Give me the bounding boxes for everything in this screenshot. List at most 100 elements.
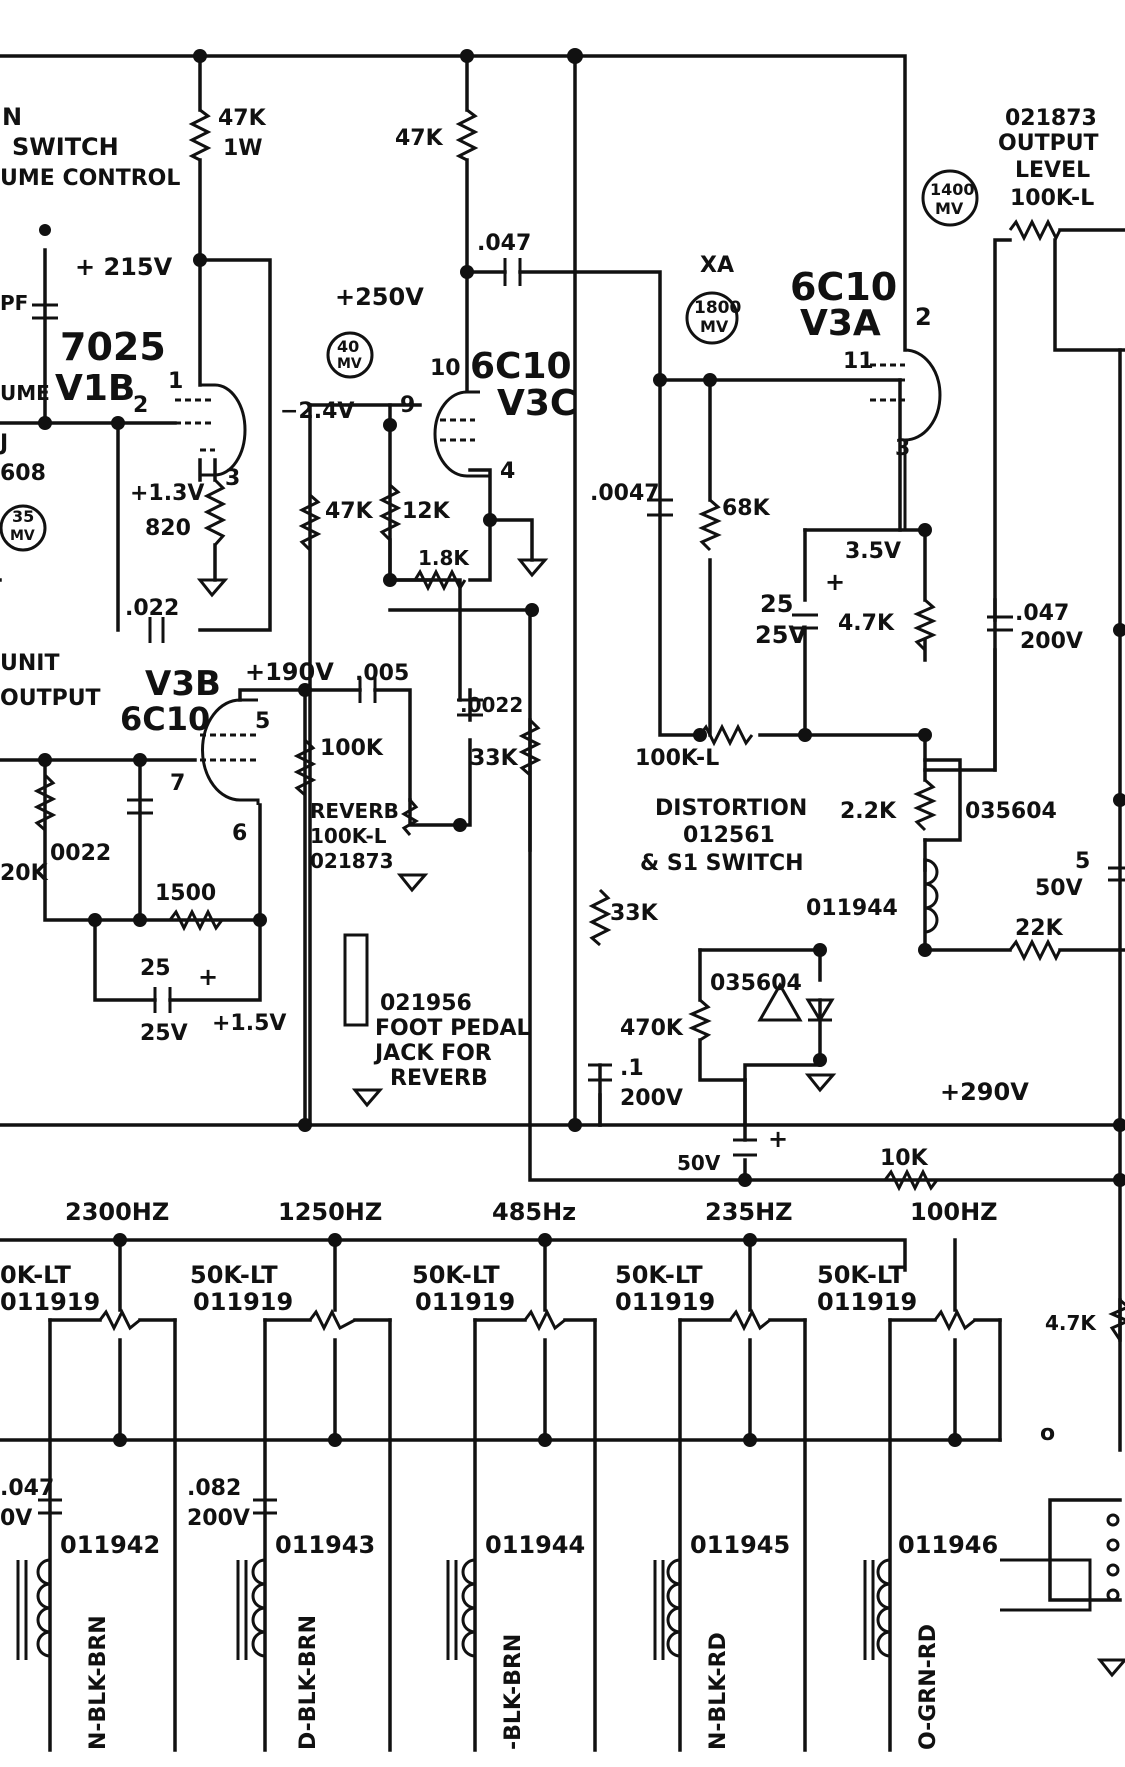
label-r22k: 22K — [1015, 916, 1064, 941]
eq-cap-label: .082 — [187, 1476, 241, 1501]
label-c25-a: 25 — [140, 956, 171, 981]
label-608: 608 — [0, 461, 46, 486]
label-xa: XA — [700, 253, 734, 278]
label-v3a: V3A — [800, 303, 881, 344]
label-j: J — [0, 431, 8, 456]
eq-inductor-label: 011944 — [485, 1531, 585, 1559]
label-c50v: 50V — [677, 1151, 721, 1175]
label-r100kl: 100K-L — [635, 746, 719, 771]
label-foot4: REVERB — [390, 1066, 488, 1091]
label-c047: .047 — [477, 231, 531, 256]
eq-part-label: 011919 — [817, 1288, 917, 1316]
label-c0022: 0022 — [50, 841, 111, 866]
label-pin3b: 3 — [895, 436, 910, 461]
label-mv1400-a: 1400 — [930, 180, 975, 199]
label-r470k: 470K — [620, 1016, 684, 1041]
eq-inductor-label: 011945 — [690, 1531, 790, 1559]
eq-wire-label: N-BLK-BRN — [86, 1615, 111, 1750]
label-pin3: 3 — [225, 466, 240, 491]
label-pin1: 1 — [168, 369, 183, 394]
eq-pot-label: 50K-LT — [817, 1261, 905, 1289]
label-r1w: 1W — [223, 136, 263, 161]
label-v3b-type: 6C10 — [120, 700, 210, 738]
label-pin10: 10 — [430, 356, 461, 381]
label-r1500: 1500 — [155, 881, 216, 906]
label-r47k-mid: 47K — [325, 499, 374, 524]
label-c25b-a: 25 — [760, 590, 793, 618]
label-v190: +190V — [245, 658, 334, 686]
label-mv1400-b: MV — [935, 199, 964, 218]
label-v3c-type: 6C10 — [470, 346, 572, 387]
label-pin9: 9 — [400, 393, 415, 418]
label-unit: UNIT — [0, 651, 59, 676]
label-c5-b: 50V — [1035, 876, 1083, 901]
label-n: N — [2, 103, 22, 131]
eq-part-label: 011919 — [415, 1288, 515, 1316]
label-c0022b: .0022 — [460, 693, 523, 717]
eq-pot-label: 0K-LT — [0, 1261, 71, 1289]
label-pf: PF — [0, 291, 28, 315]
label-c25b-b: 25V — [755, 621, 807, 649]
eq-band-labels: 2300HZ0K-LT011919011942N-BLK-BRN.0470V12… — [0, 1198, 998, 1750]
label-r4-7k-b: 4.7K — [1045, 1311, 1097, 1335]
mv-1400-marker — [921, 169, 979, 227]
label-r1-8k: 1.8K — [418, 546, 470, 570]
labels: N SWITCH UME CONTROL PF 7025 V1B UME J 6… — [0, 103, 1099, 1446]
capacitors — [32, 258, 1125, 1515]
eq-freq-label: 100HZ — [910, 1198, 998, 1226]
label-pin11: 11 — [843, 349, 874, 374]
eq-part-label: 011919 — [0, 1288, 100, 1316]
tube-v1b-envelope — [200, 383, 247, 477]
label-out2: OUTPUT — [998, 131, 1099, 156]
label-c5-a: 5 — [1075, 849, 1090, 874]
label-v3-5: 3.5V — [845, 539, 901, 564]
label-switch: SWITCH — [12, 133, 119, 161]
label-c1-a: .1 — [620, 1056, 644, 1081]
label-out1: 021873 — [1005, 106, 1097, 131]
label-v1-5: +1.5V — [212, 1011, 286, 1036]
label-v1b: V1B — [55, 368, 135, 409]
label-c005: .005 — [355, 661, 409, 686]
label-r33k-b: 33K — [610, 901, 659, 926]
label-7025: 7025 — [60, 325, 166, 369]
label-reverb: REVERB — [310, 799, 399, 823]
label-pin5: 5 — [255, 709, 270, 734]
label-d035604-b: 035604 — [710, 971, 802, 996]
label-out4: 100K-L — [1010, 186, 1094, 211]
label-mv40-b: MV — [337, 356, 362, 372]
label-output: OUTPUT — [0, 686, 101, 711]
eq-cap-voltage-label: 200V — [187, 1506, 250, 1531]
label-c047-200-a: .047 — [1015, 601, 1069, 626]
label-v3c: V3C — [497, 383, 576, 424]
label-r68k: 68K — [722, 496, 771, 521]
label-foot2: FOOT PEDAL — [375, 1016, 531, 1041]
eq-pot-label: 50K-LT — [412, 1261, 500, 1289]
label-r100k: 100K — [320, 736, 384, 761]
eq-wire-label: -BLK-BRN — [501, 1634, 526, 1750]
label-plus-a: + — [198, 963, 218, 991]
label-v1-3: +1.3V — [130, 481, 204, 506]
label-c0047: .0047 — [590, 481, 660, 506]
label-ume: UME — [0, 381, 50, 405]
label-plus-c: + — [768, 1125, 788, 1153]
label-v250: +250V — [335, 283, 424, 311]
label-plus-b: + — [825, 568, 845, 596]
junctions — [38, 48, 1125, 1447]
resistors — [33, 108, 1125, 1341]
label-dist1: DISTORTION — [655, 796, 807, 821]
eq-wire-label: O-GRN-RD — [916, 1624, 941, 1750]
label-mv35-b: MV — [10, 528, 35, 544]
eq-wire-label: D-BLK-BRN — [296, 1615, 321, 1750]
label-foot3: JACK FOR — [373, 1041, 492, 1066]
label-dist3: & S1 SWITCH — [640, 851, 804, 876]
eq-pot-label: 50K-LT — [190, 1261, 278, 1289]
grounds — [196, 558, 1125, 1678]
label-c047-200-b: 200V — [1020, 629, 1083, 654]
label-out3: LEVEL — [1015, 158, 1090, 183]
eq-cap-label: .047 — [0, 1476, 54, 1501]
eq-inductor-label: 011943 — [275, 1531, 375, 1559]
diodes-and-jacks — [343, 933, 1120, 1612]
eq-inductor-label: 011942 — [60, 1531, 160, 1559]
tube-v3a-envelope — [904, 348, 942, 442]
eq-cap-voltage-label: 0V — [0, 1506, 32, 1531]
